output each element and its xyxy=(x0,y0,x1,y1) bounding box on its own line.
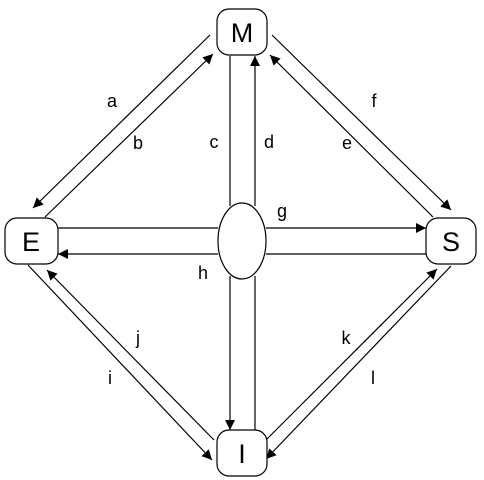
edge-label-j: j xyxy=(135,328,140,348)
node-i: I xyxy=(216,429,268,477)
edge-label-a: a xyxy=(107,91,118,111)
edge-label-l: l xyxy=(371,368,375,388)
edge-label-i: i xyxy=(108,368,112,388)
edge-label-f: f xyxy=(371,91,377,111)
node-i-label: I xyxy=(238,439,246,469)
node-m: M xyxy=(216,8,268,56)
arrow-j xyxy=(46,269,215,441)
arrow-a xyxy=(32,34,211,209)
node-s: S xyxy=(425,217,477,265)
edge-label-b: b xyxy=(133,133,143,153)
arrow-b xyxy=(44,53,214,218)
edge-label-e: e xyxy=(342,133,352,153)
central-cross xyxy=(58,56,426,430)
edge-label-d: d xyxy=(264,132,274,152)
arrow-i xyxy=(27,264,213,461)
edge-label-g: g xyxy=(277,201,287,221)
node-s-label: S xyxy=(442,227,460,257)
arrow-l xyxy=(265,265,452,460)
node-e: E xyxy=(4,217,59,265)
arrow-k xyxy=(265,268,438,441)
edge-label-k: k xyxy=(342,328,352,348)
node-e-label: E xyxy=(22,227,40,257)
edge-label-h: h xyxy=(198,263,208,283)
node-m-label: M xyxy=(231,18,254,48)
edge-label-c: c xyxy=(210,132,219,152)
arrow-f xyxy=(271,34,452,211)
arrow-e xyxy=(269,54,434,218)
